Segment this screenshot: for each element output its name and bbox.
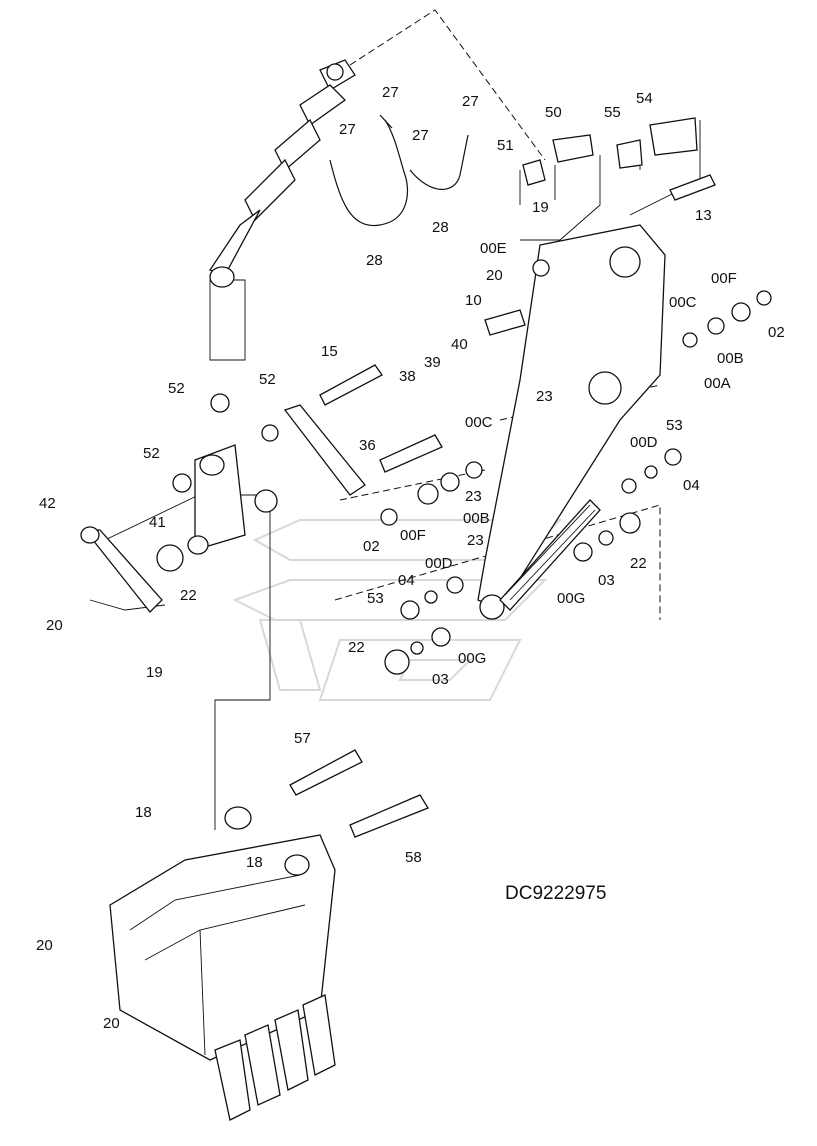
callout-label: 57 — [294, 730, 311, 747]
pins — [289, 174, 716, 838]
arm-cylinder — [208, 59, 356, 288]
callout-label: 00F — [400, 527, 426, 544]
callout-label: 02 — [363, 538, 380, 555]
callout-label: 18 — [135, 804, 152, 821]
callout-label: 00D — [630, 434, 658, 451]
callout-label: 36 — [359, 437, 376, 454]
callout-label: 38 — [399, 368, 416, 385]
callout-label: 03 — [432, 671, 449, 688]
callout-label: 41 — [149, 514, 166, 531]
callout-label: 00C — [669, 294, 697, 311]
callout-label: 39 — [424, 354, 441, 371]
callout-label: 00D — [425, 555, 453, 572]
callout-label: 00F — [711, 270, 737, 287]
callout-label: 58 — [405, 849, 422, 866]
callout-label: 27 — [339, 121, 356, 138]
callout-label: 22 — [348, 639, 365, 656]
callout-label: 03 — [598, 572, 615, 589]
callout-label: 22 — [630, 555, 647, 572]
callout-label: 20 — [103, 1015, 120, 1032]
drawing-number: DC9222975 — [505, 883, 606, 904]
callout-label: 18 — [246, 854, 263, 871]
callout-label: 19 — [532, 199, 549, 216]
callout-label: 04 — [683, 477, 700, 494]
callout-label: 15 — [321, 343, 338, 360]
callout-labels: 51 50 55 54 27 27 27 27 19 13 00E 20 00F 00C 02 10 00B 40… — [36, 84, 785, 1032]
callout-label: 00E — [480, 240, 507, 257]
callout-label: 00B — [463, 510, 490, 527]
callout-label: 55 — [604, 104, 621, 121]
callout-label: 00B — [717, 350, 744, 367]
arm-structure — [477, 224, 666, 620]
callout-label: 51 — [497, 137, 514, 154]
rings — [156, 117, 772, 675]
callout-label: 52 — [168, 380, 185, 397]
callout-label: 28 — [366, 252, 383, 269]
callout-label: 23 — [467, 532, 484, 549]
callout-label: 53 — [367, 590, 384, 607]
callout-label: 04 — [398, 572, 415, 589]
callout-label: 19 — [146, 664, 163, 681]
callout-label: 20 — [486, 267, 503, 284]
callout-label: 27 — [382, 84, 399, 101]
callout-label: 27 — [462, 93, 479, 110]
callout-label: 23 — [465, 488, 482, 505]
callout-label: 22 — [180, 587, 197, 604]
callout-label: 13 — [695, 207, 712, 224]
bucket — [109, 806, 336, 1121]
callout-label: 50 — [545, 104, 562, 121]
callout-label: 23 — [536, 388, 553, 405]
callout-label: 28 — [432, 219, 449, 236]
callout-label: 52 — [259, 371, 276, 388]
hoses — [329, 114, 469, 227]
callout-label: 54 — [636, 90, 653, 107]
callout-label: 20 — [36, 937, 53, 954]
callout-label: 20 — [46, 617, 63, 634]
callout-label: 27 — [412, 127, 429, 144]
callout-label: 42 — [39, 495, 56, 512]
callout-label: 00G — [557, 590, 585, 607]
links — [80, 404, 366, 613]
callout-label: 52 — [143, 445, 160, 462]
callout-label: 00G — [458, 650, 486, 667]
callout-label: 00C — [465, 414, 493, 431]
callout-label: 10 — [465, 292, 482, 309]
callout-label: 53 — [666, 417, 683, 434]
callout-label: 40 — [451, 336, 468, 353]
callout-label: 02 — [768, 324, 785, 341]
callout-label: 00A — [704, 375, 731, 392]
